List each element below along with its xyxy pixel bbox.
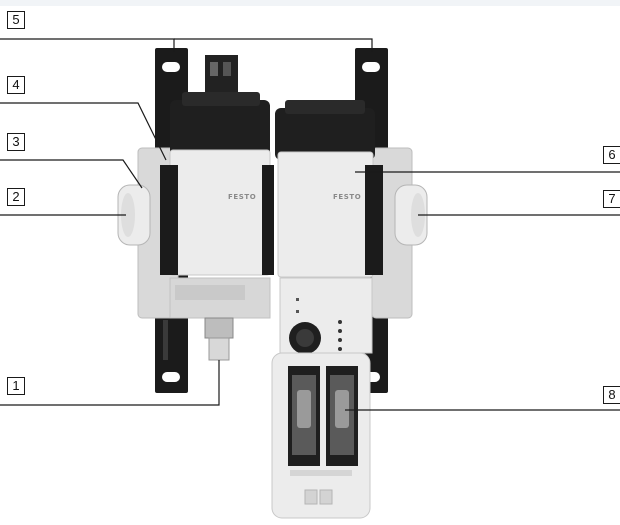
leader-line-4 bbox=[0, 102, 167, 161]
callout-7: 7 bbox=[603, 190, 620, 208]
callout-1: 1 bbox=[7, 377, 25, 395]
left-valve-module bbox=[160, 92, 274, 319]
leader-line-5b bbox=[174, 38, 373, 52]
callout-2: 2 bbox=[7, 188, 25, 206]
port-1-fitting bbox=[204, 317, 234, 361]
port-2-fitting bbox=[117, 184, 151, 246]
leader-line-3 bbox=[0, 159, 143, 189]
callout-8: 8 bbox=[603, 386, 620, 404]
callout-4: 4 bbox=[7, 76, 25, 94]
electronic-unit bbox=[279, 277, 373, 354]
callout-3: 3 bbox=[7, 133, 25, 151]
leader-line-5 bbox=[0, 38, 175, 52]
connector-housing bbox=[271, 352, 371, 519]
leader-lines bbox=[0, 38, 620, 411]
right-valve-module bbox=[275, 100, 383, 278]
callout-5: 5 bbox=[7, 11, 25, 29]
callout-6: 6 bbox=[603, 146, 620, 164]
top-strip bbox=[0, 0, 620, 6]
brand-label-right: FESTO bbox=[333, 193, 361, 201]
brand-label-left: FESTO bbox=[228, 193, 256, 201]
leader-line-1 bbox=[0, 360, 220, 406]
